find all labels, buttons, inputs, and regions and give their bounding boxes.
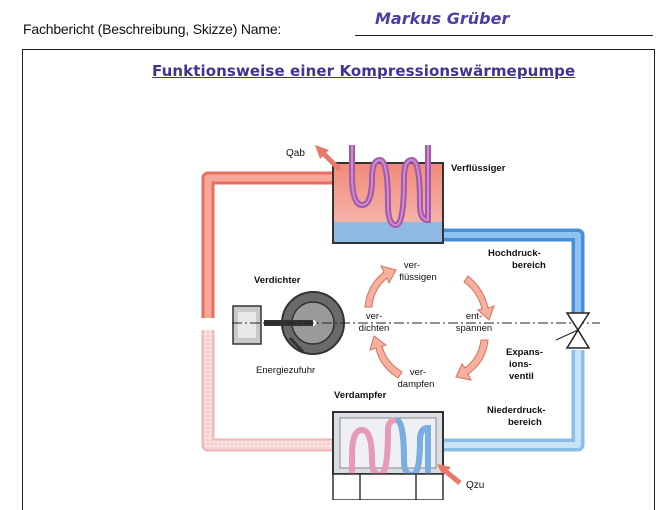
header: Fachbericht (Beschreibung, Skizze) Name:…: [23, 9, 653, 39]
cycle-verfluessigen-1: ver-: [404, 260, 420, 271]
cycle-verdichten-2: dichten: [359, 323, 390, 334]
content-frame: [22, 49, 655, 510]
label-expansion-2: ions-: [509, 359, 532, 370]
header-label: Fachbericht (Beschreibung, Skizze) Name:: [23, 21, 282, 37]
heat-in-arrow: [442, 468, 462, 485]
author-name: Markus Grüber: [375, 9, 510, 28]
label-niederdruck-2: bereich: [508, 417, 542, 428]
label-hochdruck-2: bereich: [512, 260, 546, 271]
label-energiezufuhr: Energiezufuhr: [256, 365, 315, 376]
name-underline: [355, 35, 653, 36]
pipe-high-pressure: [440, 228, 585, 315]
label-hochdruck-1: Hochdruck-: [488, 248, 541, 259]
page-title: Funktionsweise einer Kompressionswärmepu…: [152, 62, 576, 80]
label-expansion-1: Expans-: [506, 347, 543, 358]
label-verdampfer: Verdampfer: [334, 390, 387, 401]
cycle-arrows: [364, 265, 495, 381]
label-verfluessiger: Verflüssiger: [451, 163, 506, 174]
label-verdichter: Verdichter: [254, 275, 301, 286]
heat-out-arrow: [320, 150, 342, 172]
cycle-entspannen-2: spannen: [456, 323, 492, 334]
label-niederdruck-1: Niederdruck-: [487, 405, 546, 416]
expansion-valve: [565, 312, 591, 332]
label-expansion-3: ventil: [509, 371, 534, 382]
cycle-entspannen-1: ent-: [466, 311, 482, 322]
label-q-zu: Qzu: [466, 480, 484, 491]
label-q-ab: Qab: [286, 148, 305, 159]
cycle-verfluessigen-2: flüssigen: [399, 272, 437, 283]
cycle-verdampfen-2: dampfen: [398, 379, 435, 390]
cycle-verdichten-1: ver-: [366, 311, 382, 322]
cycle-verdampfen-1: ver-: [410, 367, 426, 378]
